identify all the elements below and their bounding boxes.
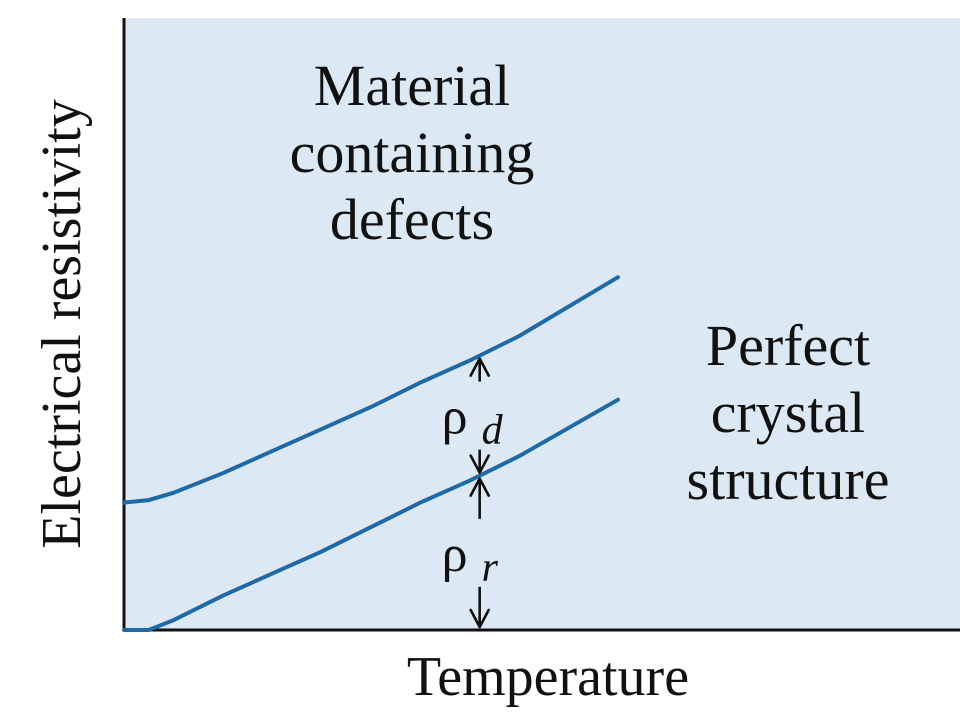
annotation-1-subscript: r <box>482 545 499 591</box>
annotation-0-symbol: ρ <box>442 389 468 446</box>
annotation-1-up-arrowhead <box>469 477 490 497</box>
series-label-1-line-1: crystal <box>711 380 866 445</box>
annotation-0-subscript: d <box>482 408 504 454</box>
annotation-1-symbol: ρ <box>442 526 468 583</box>
series-line-0 <box>122 275 620 505</box>
y-axis-label: Electrical resistivity <box>31 99 93 548</box>
series-label-0-line-2: defects <box>330 187 494 252</box>
annotation-1-down-arrowhead <box>469 608 490 629</box>
series-label-0-line-1: containing <box>290 120 535 185</box>
x-axis-label: Temperature <box>407 646 689 708</box>
series-label-1-line-2: structure <box>687 447 890 512</box>
series-label-0-line-0: Material <box>314 53 510 118</box>
series-line-1 <box>122 397 620 632</box>
series-label-1-line-0: Perfect <box>706 313 870 378</box>
annotation-0-down-arrowhead <box>469 454 490 474</box>
series-layer <box>122 275 620 632</box>
series-label-layer: MaterialcontainingdefectsPerfectcrystals… <box>290 53 890 512</box>
annotation-0-up-arrowhead <box>469 357 490 377</box>
